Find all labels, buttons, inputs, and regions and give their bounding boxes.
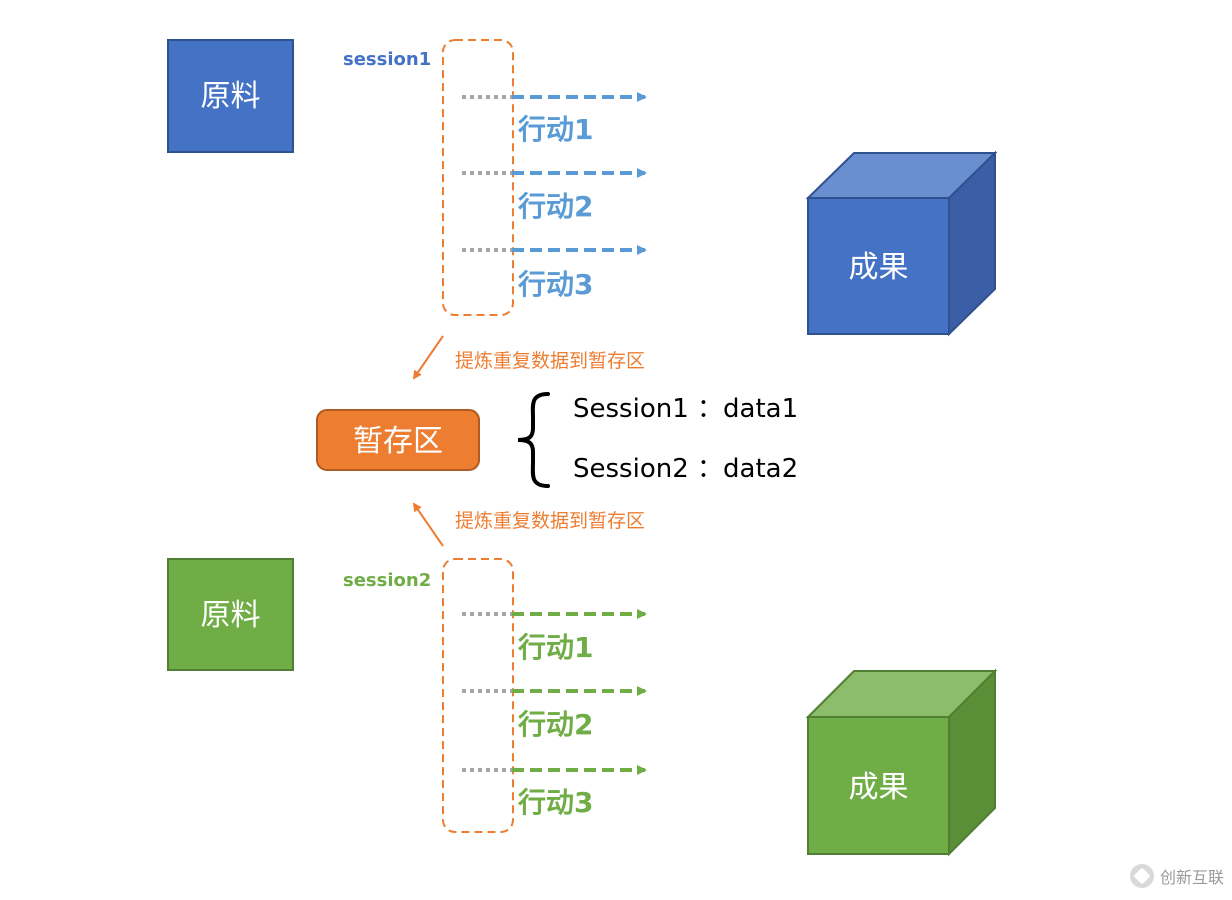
session1-action2-label: 行动2 <box>517 190 593 223</box>
extract-arrow-top <box>412 335 444 380</box>
session1-action3-label: 行动3 <box>517 268 593 301</box>
result-cube-1 <box>805 150 998 337</box>
session2-action2-label: 行动2 <box>517 708 593 741</box>
store-entry-1: Session1 ：data1 <box>573 394 798 424</box>
watermark-logo-icon <box>1129 864 1154 888</box>
extract-caption-bottom: 提炼重复数据到暂存区 <box>455 510 645 532</box>
result-label-2: 成果 <box>849 770 909 805</box>
session1-group: 原料 session1 行动1 行动2 行动3 成果 <box>167 39 998 337</box>
staging-group: 提炼重复数据到暂存区 暂存区 Session1 ：data1 Session2 … <box>316 335 798 547</box>
staging-area-box <box>316 409 480 471</box>
extract-arrow-bottom <box>412 502 444 547</box>
session2-action1-label: 行动1 <box>517 631 593 664</box>
store-entry-2: Session2 ：data2 <box>573 454 798 484</box>
curly-brace-icon <box>517 392 550 488</box>
staging-area-label: 暂存区 <box>353 424 443 459</box>
session2-action3-label: 行动3 <box>517 786 593 819</box>
session1-label: session1 <box>343 49 431 70</box>
session2-label: session2 <box>343 570 431 591</box>
session1-action1-label: 行动1 <box>517 113 593 146</box>
raw-material-box-1 <box>167 39 294 153</box>
session1-dashed-bracket <box>442 39 514 316</box>
watermark: 创新互联 <box>1129 864 1224 888</box>
raw-material-label-2: 原料 <box>201 598 261 633</box>
raw-material-label-1: 原料 <box>201 79 261 114</box>
result-cube-2 <box>805 668 998 857</box>
raw-material-box-2 <box>167 558 294 671</box>
session2-group: 原料 session2 行动1 行动2 行动3 成果 <box>167 558 998 857</box>
extract-caption-top: 提炼重复数据到暂存区 <box>455 350 645 372</box>
session2-dashed-bracket <box>442 558 514 833</box>
result-label-1: 成果 <box>849 250 909 285</box>
watermark-text: 创新互联 <box>1159 868 1224 887</box>
